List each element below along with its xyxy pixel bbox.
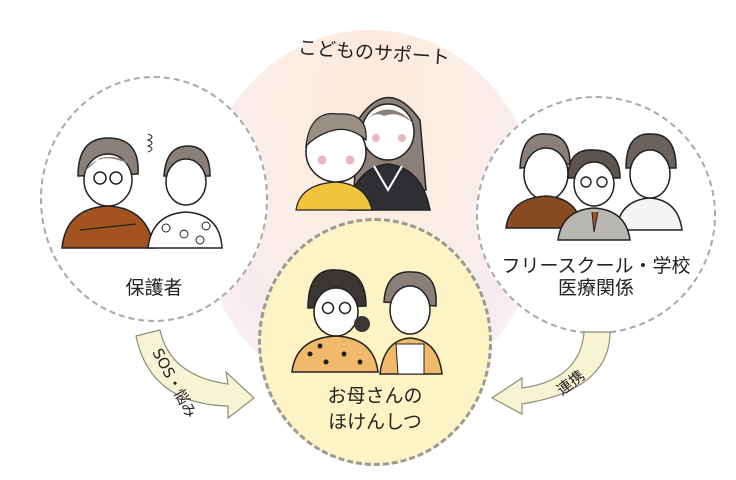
- mothers-health-room-circle: [258, 218, 492, 466]
- parents-circle: [40, 76, 268, 322]
- school-medical-label-line2: 医療関係: [557, 277, 634, 299]
- sos-worries-arrow: SOS・悩み: [135, 329, 255, 421]
- school-staff-doctor-illustration: [505, 133, 683, 241]
- worried-parents-illustration: [61, 133, 223, 249]
- two-mothers-illustration: [291, 269, 443, 375]
- collaboration-arrow: 連携: [490, 331, 611, 415]
- mothers-health-room-label-line2: ほけんしつ: [328, 411, 422, 433]
- parents-label: 保護者: [125, 277, 183, 299]
- mothers-health-room-label-line1: お母さんの: [327, 385, 423, 407]
- school-medical-label-line1: フリースクール・学校: [501, 255, 691, 277]
- child-and-student-illustration: [295, 96, 431, 211]
